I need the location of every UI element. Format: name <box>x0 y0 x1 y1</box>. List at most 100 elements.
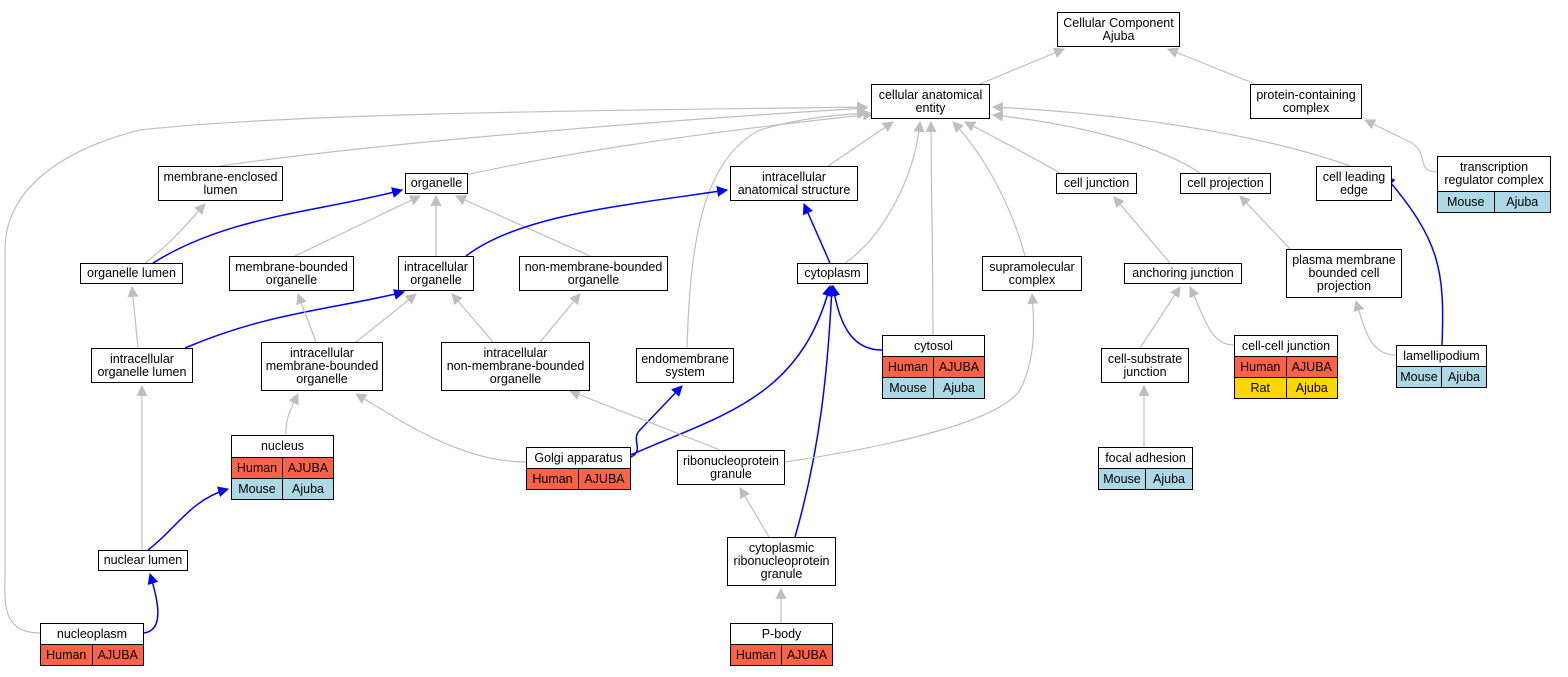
node-cyto[interactable]: cytoplasm <box>797 263 868 284</box>
edge-mbo-to-org <box>294 195 421 257</box>
gene-cell: Ajuba <box>933 378 984 398</box>
node-label: intracellular organelle lumen <box>97 351 187 379</box>
edge-ccj-to-aj <box>1189 286 1235 346</box>
node-root[interactable]: Cellular Component Ajuba <box>1057 12 1180 47</box>
node-label: intracellular organelle <box>404 259 468 287</box>
edge-ol-to-mel <box>144 203 206 264</box>
edge-iol-to-io <box>184 288 406 349</box>
node-iol[interactable]: intracellular organelle lumen <box>91 348 193 383</box>
edge-imbo-to-io <box>355 293 417 343</box>
gene-cell: AJUBA <box>282 458 333 478</box>
edge-mel-to-cae <box>219 103 869 167</box>
gene-cell: Ajuba <box>1441 367 1486 387</box>
node-rnpg[interactable]: ribonucleoprotein granule <box>677 450 785 485</box>
edge-cytosol-to-cae <box>925 120 937 336</box>
gene-cell: AJUBA <box>578 469 630 489</box>
node-label: focal adhesion <box>1105 450 1186 465</box>
edge-nuc-to-imbo <box>285 393 299 436</box>
node-label: Golgi apparatus <box>534 450 623 465</box>
species-cell: Mouse <box>1438 192 1494 212</box>
node-aj[interactable]: anchoring junction <box>1124 263 1242 284</box>
node-label: ribonucleoprotein granule <box>683 453 779 481</box>
node-label: cell-cell junction <box>1241 338 1331 353</box>
node-es[interactable]: endomembrane system <box>636 348 734 383</box>
gene-cell: Ajuba <box>1145 469 1192 489</box>
node-ias[interactable]: intracellular anatomical structure <box>730 166 858 201</box>
edge-cle-to-cae <box>991 101 1351 167</box>
node-nl[interactable]: nuclear lumen <box>98 550 188 571</box>
node-label: P-body <box>761 626 802 641</box>
species-cell: Human <box>731 645 781 665</box>
species-cell: Human <box>1235 357 1286 377</box>
edge-rnpg-to-inmbo <box>568 389 721 451</box>
node-cle[interactable]: cell leading edge <box>1316 166 1392 201</box>
node-io[interactable]: intracellular organelle <box>398 256 474 291</box>
species-cell: Human <box>883 357 933 377</box>
node-smc[interactable]: supramolecular complex <box>982 256 1082 291</box>
node-ol[interactable]: organelle lumen <box>80 263 183 284</box>
edge-ol-to-org <box>152 187 404 264</box>
node-org[interactable]: organelle <box>405 173 468 194</box>
node-label: intracellular anatomical structure <box>737 169 851 197</box>
node-pmbcp[interactable]: plasma membrane bounded cell projection <box>1286 249 1402 298</box>
edge-smc-to-cae <box>952 121 1026 257</box>
edge-crnpg-to-rnpg <box>739 487 770 538</box>
edge-golgi-to-es <box>630 385 683 458</box>
node-label: organelle <box>410 176 463 190</box>
node-cp[interactable]: cell projection <box>1180 173 1271 194</box>
edge-nl-to-nuc <box>147 486 230 551</box>
edge-ias-to-cae <box>827 121 894 167</box>
node-label: plasma membrane bounded cell projection <box>1292 253 1396 293</box>
node-cae[interactable]: cellular anatomical entity <box>871 84 990 119</box>
gene-cell: Ajuba <box>282 479 333 499</box>
node-label: transcription regulator complex <box>1444 160 1544 187</box>
node-label: supramolecular complex <box>989 259 1075 287</box>
node-cj[interactable]: cell junction <box>1056 173 1137 194</box>
edge-inmbo-to-io <box>451 293 494 343</box>
node-label: cell junction <box>1063 176 1130 190</box>
node-label: nucleoplasm <box>56 626 128 641</box>
node-label: cytosol <box>914 338 953 353</box>
edge-aj-to-cj <box>1113 196 1171 264</box>
node-label: cellular anatomical entity <box>878 87 983 115</box>
node-inmbo[interactable]: intracellular non-membrane-bounded organ… <box>441 342 590 391</box>
node-crnpg[interactable]: cytoplasmic ribonucleoprotein granule <box>727 537 836 586</box>
edge-cyto-to-cae <box>844 120 925 264</box>
gene-cell: AJUBA <box>933 357 984 377</box>
edge-golgi-to-cyto <box>625 284 833 458</box>
node-mbo[interactable]: membrane-bounded organelle <box>229 256 354 291</box>
edge-np-to-nl <box>143 572 159 634</box>
node-label: non-membrane-bounded organelle <box>524 259 663 287</box>
node-mel[interactable]: membrane-enclosed lumen <box>158 166 283 201</box>
species-cell: Mouse <box>1099 469 1145 489</box>
edge-io-to-ias <box>465 186 729 257</box>
node-label: cell projection <box>1187 176 1264 190</box>
edge-pcc-to-root <box>1166 47 1256 85</box>
node-label: protein-containing complex <box>1256 87 1356 115</box>
node-csj[interactable]: cell-substrate junction <box>1101 348 1189 383</box>
node-pcc[interactable]: protein-containing complex <box>1250 84 1362 119</box>
node-label: cytoplasm <box>804 266 861 280</box>
gene-cell: Ajuba <box>1285 378 1337 398</box>
edge-cae-to-root <box>979 47 1066 85</box>
node-imbo[interactable]: intracellular membrane-bounded organelle <box>261 342 383 391</box>
edge-nmbo-to-org <box>454 195 591 257</box>
node-nmbo[interactable]: non-membrane-bounded organelle <box>519 256 668 291</box>
